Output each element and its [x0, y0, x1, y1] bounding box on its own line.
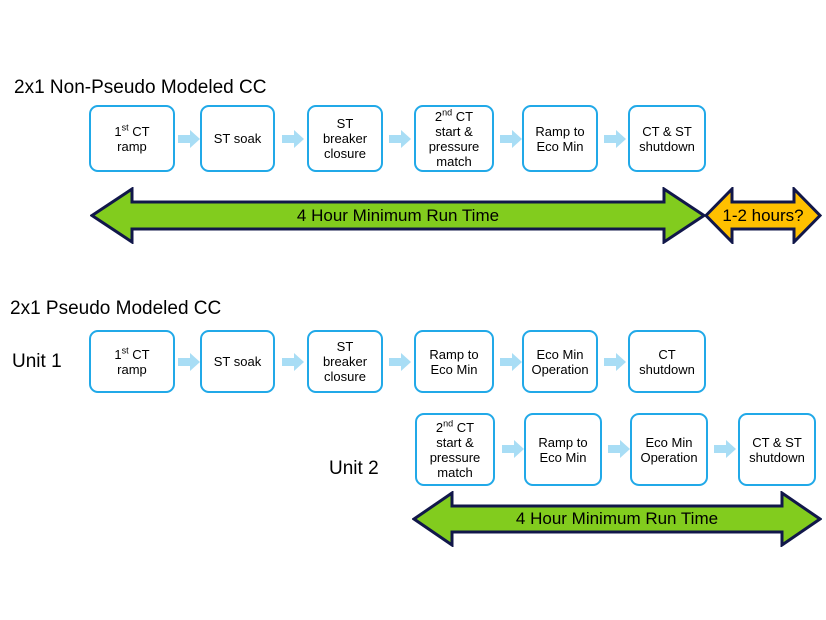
connector-arrow-icon — [282, 353, 304, 371]
process-box-text: CT & ST shutdown — [749, 435, 805, 465]
orange-arrow-one-to-two-hours: 1-2 hours? — [704, 187, 822, 244]
process-box-ct-and-st-shutdown[interactable]: CT & ST shutdown — [628, 105, 706, 172]
line-1: CT & ST — [752, 434, 802, 450]
connector-arrow-icon — [178, 130, 200, 148]
unit-1-label: Unit 1 — [12, 351, 62, 372]
line-1: CT — [658, 346, 676, 362]
process-box-text: 2nd CT start & pressure match — [428, 107, 480, 169]
process-box-text: 2nd CT start & pressure match — [429, 418, 481, 480]
process-box-text: ST soak — [213, 354, 262, 369]
line-1: ST — [336, 339, 354, 354]
connector-arrow-icon — [604, 130, 626, 148]
green-arrow-four-hour-min-run-time: 4 Hour Minimum Run Time — [90, 187, 706, 244]
line-2: ramp — [117, 361, 147, 377]
connector-arrow-icon — [502, 440, 524, 458]
connector-arrow-icon — [714, 440, 736, 458]
connector-arrow-icon — [500, 353, 522, 371]
process-box-st-breaker-closure[interactable]: ST breaker closure — [307, 105, 383, 172]
process-box-u1-first-ct-ramp[interactable]: 1st CT ramp — [89, 330, 175, 393]
connector-arrow-icon — [389, 130, 411, 148]
connector-arrow-icon — [389, 353, 411, 371]
process-box-second-ct-start-pressure-match[interactable]: 2nd CT start & pressure match — [414, 105, 494, 172]
line-3: closure — [324, 369, 366, 384]
line-2: breaker — [322, 354, 368, 369]
line-2: ramp — [117, 138, 147, 154]
process-box-text: Eco Min Operation — [531, 347, 588, 377]
line-1: 1st CT — [114, 345, 150, 362]
process-box-u1-st-soak[interactable]: ST soak — [200, 330, 275, 393]
process-box-text: Ramp to Eco Min — [535, 124, 584, 154]
line-1: ST — [336, 116, 354, 131]
line-1: Ramp to — [429, 346, 479, 362]
line-3: pressure — [429, 449, 481, 465]
line-2: Eco Min — [539, 449, 587, 465]
connector-arrow-icon — [604, 353, 626, 371]
process-box-u2-ct-and-st-shutdown[interactable]: CT & ST shutdown — [738, 413, 816, 486]
process-box-u2-second-ct-start-pressure-match[interactable]: 2nd CT start & pressure match — [415, 413, 495, 486]
process-box-u2-eco-min-operation[interactable]: Eco Min Operation — [630, 413, 708, 486]
ordinal-suffix: st — [121, 345, 129, 356]
process-box-st-soak[interactable]: ST soak — [200, 105, 275, 172]
line-1: 1st CT — [114, 122, 150, 139]
process-box-text: 1st CT ramp — [114, 345, 150, 377]
process-box-text: CT shutdown — [639, 347, 695, 377]
line-2: start & — [435, 123, 473, 139]
process-box-u1-eco-min-operation[interactable]: Eco Min Operation — [522, 330, 598, 393]
section-title-non-pseudo: 2x1 Non-Pseudo Modeled CC — [14, 77, 267, 98]
process-box-u2-ramp-to-eco-min[interactable]: Ramp to Eco Min — [524, 413, 602, 486]
line-1: Ramp to — [538, 434, 588, 450]
line-1: Eco Min — [536, 346, 584, 362]
line-3: closure — [324, 146, 366, 161]
line-2: start & — [436, 434, 474, 450]
process-box-text: Ramp to Eco Min — [429, 347, 478, 377]
line-2: shutdown — [749, 449, 805, 465]
line-2: breaker — [322, 131, 368, 146]
process-box-text: ST soak — [213, 131, 262, 146]
line-1: Eco Min — [645, 434, 693, 450]
process-box-text: Ramp to Eco Min — [538, 435, 587, 465]
connector-arrow-icon — [282, 130, 304, 148]
line-4: match — [436, 153, 472, 169]
process-box-first-ct-ramp[interactable]: 1st CT ramp — [89, 105, 175, 172]
ordinal-suffix: st — [121, 122, 129, 133]
connector-arrow-icon — [608, 440, 630, 458]
line-2: Eco Min — [430, 361, 478, 377]
line-2: shutdown — [639, 361, 695, 377]
line-1: CT & ST — [642, 123, 692, 139]
process-box-text: CT & ST shutdown — [639, 124, 695, 154]
line-2: Operation — [531, 361, 589, 377]
ordinal-suffix: nd — [443, 418, 454, 429]
connector-arrow-icon — [500, 130, 522, 148]
line-2: Eco Min — [536, 138, 584, 154]
line-1: 2nd CT — [435, 418, 475, 435]
green-arrow-four-hour-min-run-time-bottom: 4 Hour Minimum Run Time — [412, 491, 822, 547]
line-4: match — [437, 464, 473, 480]
ordinal-suffix: nd — [442, 107, 453, 118]
process-box-u1-ramp-to-eco-min[interactable]: Ramp to Eco Min — [414, 330, 494, 393]
process-box-ramp-to-eco-min[interactable]: Ramp to Eco Min — [522, 105, 598, 172]
process-box-u1-ct-shutdown[interactable]: CT shutdown — [628, 330, 706, 393]
line-2: Operation — [640, 449, 698, 465]
process-box-text: 1st CT ramp — [114, 122, 150, 154]
process-box-text: ST breaker closure — [323, 339, 367, 384]
line-2: shutdown — [639, 138, 695, 154]
process-box-text: Eco Min Operation — [640, 435, 697, 465]
process-box-text: ST breaker closure — [323, 116, 367, 161]
unit-2-label: Unit 2 — [329, 458, 379, 479]
connector-arrow-icon — [178, 353, 200, 371]
line-1: 2nd CT — [434, 107, 474, 124]
line-1: Ramp to — [535, 123, 585, 139]
process-box-u1-st-breaker-closure[interactable]: ST breaker closure — [307, 330, 383, 393]
section-title-pseudo: 2x1 Pseudo Modeled CC — [10, 298, 222, 319]
line-3: pressure — [428, 138, 480, 154]
